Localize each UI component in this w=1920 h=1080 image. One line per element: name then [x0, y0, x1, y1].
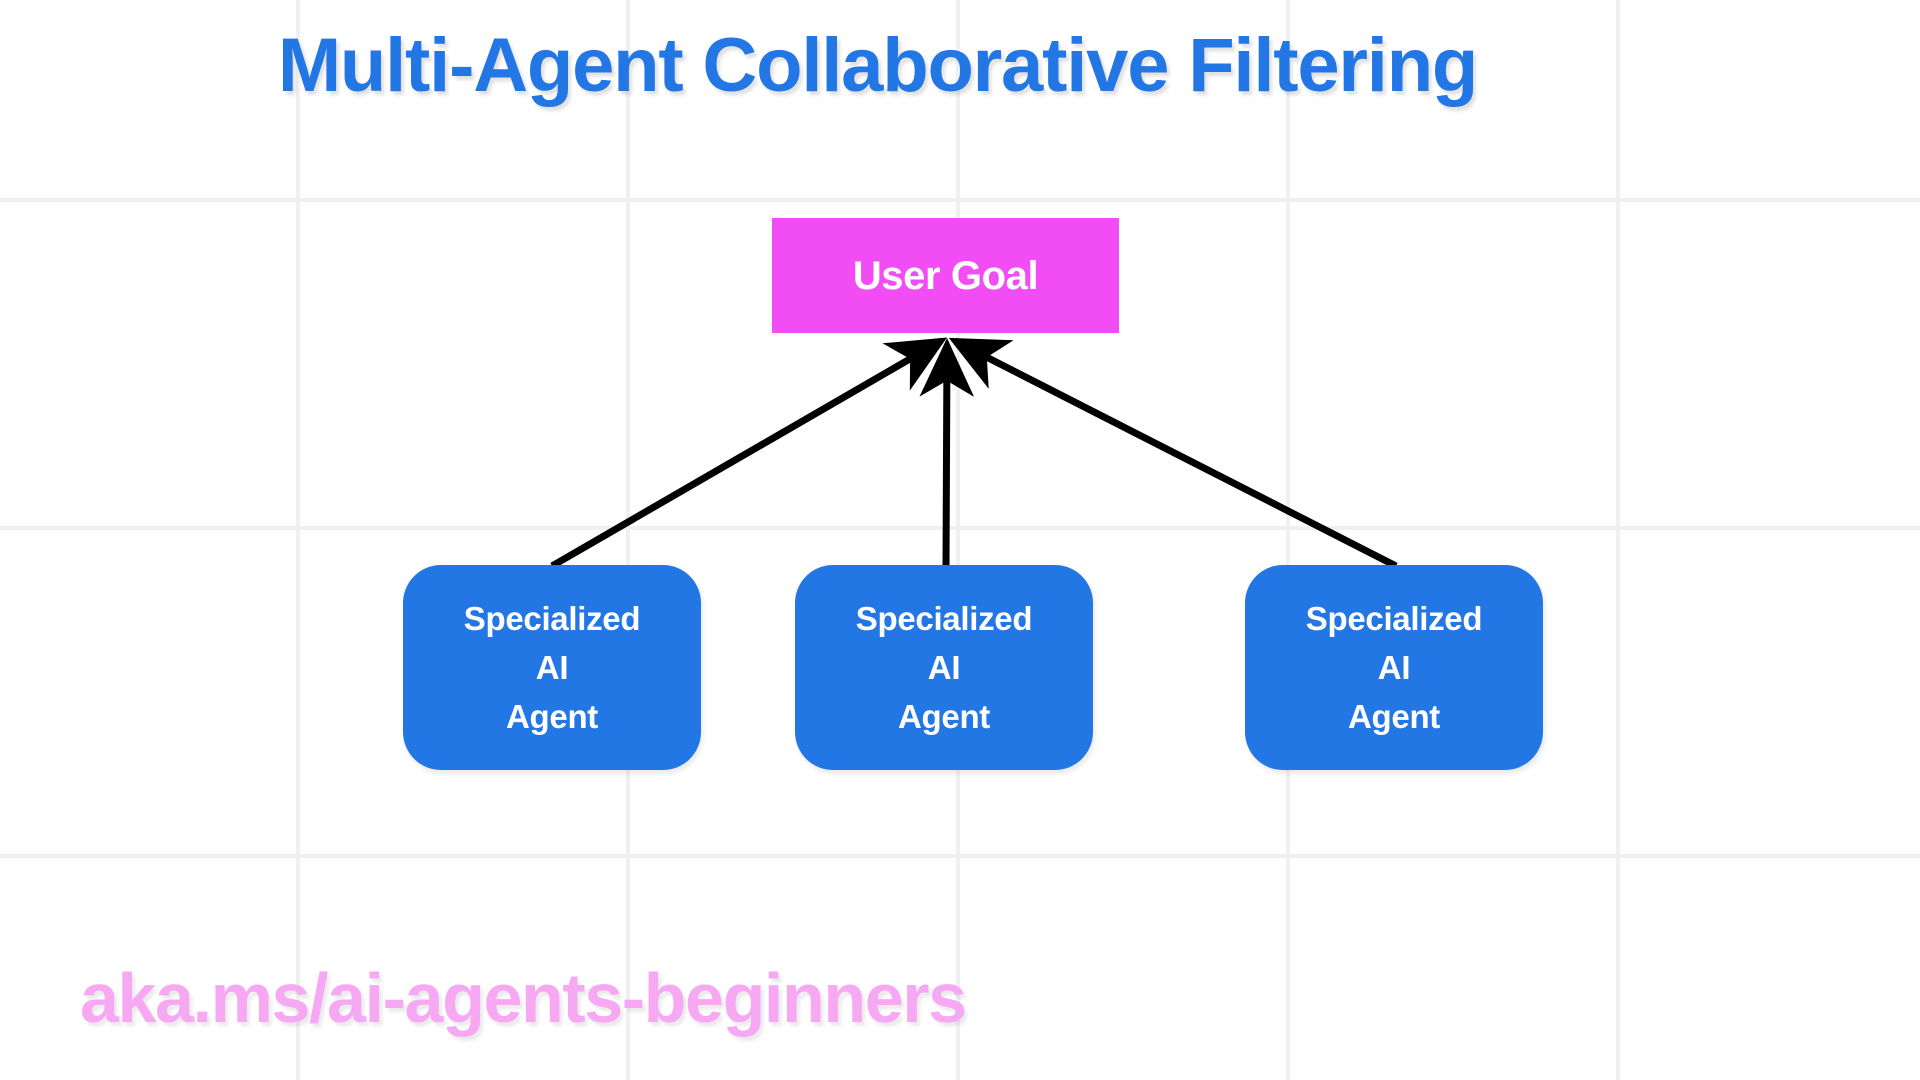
node-agent-2-line-1: Specialized	[855, 600, 1033, 637]
node-agent-3-line-1: Specialized	[1305, 600, 1483, 637]
node-agent-1-line-2: AI	[535, 649, 569, 686]
edge-agent2-to-user-goal	[919, 338, 975, 567]
footer-url-link[interactable]: aka.ms/ai-agents-beginners	[80, 959, 967, 1037]
node-agent-1-line-1: Specialized	[463, 600, 641, 637]
edge-agent3-to-user-goal	[948, 337, 1398, 570]
node-specialized-ai-agent-2[interactable]: Specialized AI Agent	[795, 565, 1093, 770]
page-title: Multi-Agent Collaborative Filtering	[277, 23, 1479, 108]
node-agent-1-line-3: Agent	[506, 698, 598, 735]
node-user-goal-label: User Goal	[852, 253, 1039, 298]
node-agent-3-line-2: AI	[1377, 649, 1411, 686]
edge-agent1-to-user-goal	[550, 337, 948, 570]
node-specialized-ai-agent-1[interactable]: Specialized AI Agent	[403, 565, 701, 770]
node-agent-3-line-3: Agent	[1348, 698, 1440, 735]
node-user-goal[interactable]: User Goal	[772, 218, 1119, 333]
node-agent-2-line-3: Agent	[898, 698, 990, 735]
node-specialized-ai-agent-3[interactable]: Specialized AI Agent	[1245, 565, 1543, 770]
node-agent-2-line-2: AI	[927, 649, 961, 686]
